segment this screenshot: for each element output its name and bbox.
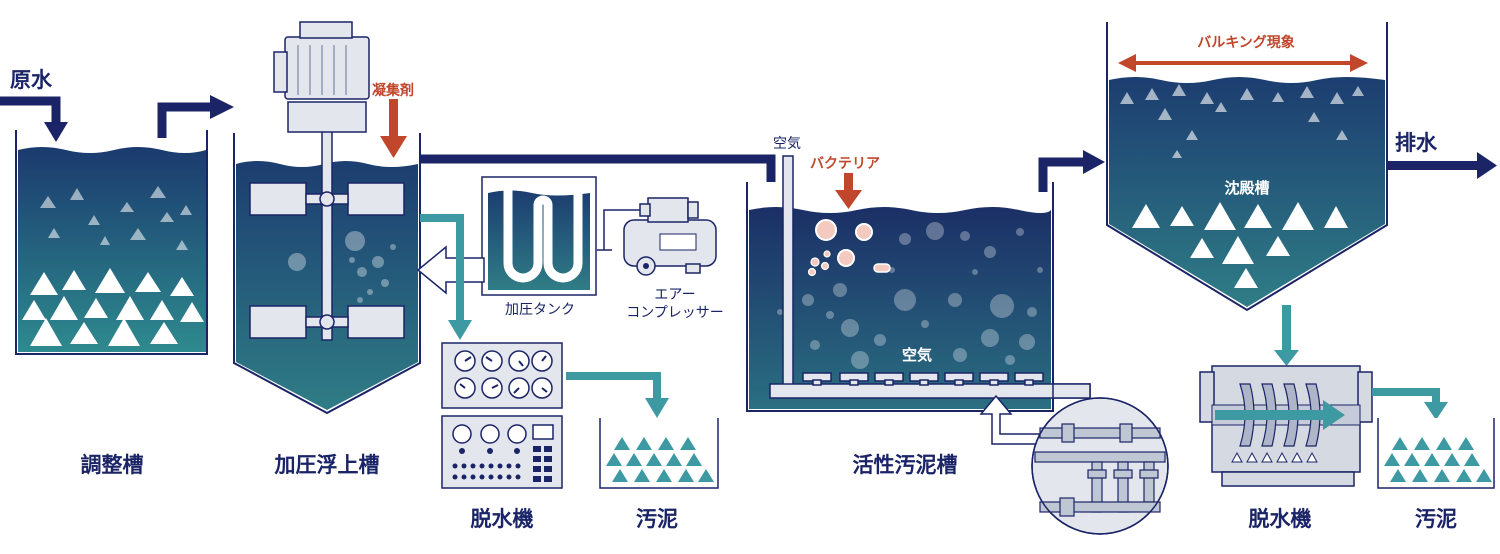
equalization-to-daf-arrowhead (210, 95, 234, 119)
equalization-tank-label: 調整槽 (80, 453, 144, 477)
sludge-bin-1 (599, 418, 719, 489)
settling-tank (1106, 22, 1388, 312)
dewatering-machine-2-label: 脱水機 (1248, 507, 1312, 531)
dewatering-to-sludge-arrow-2 (1372, 388, 1440, 404)
discharge-arrow-shaft (1387, 161, 1479, 170)
coagulant-arrow-shaft (389, 99, 398, 139)
raw-water-arrow (0, 96, 61, 124)
dewatering-to-sludge-arrowhead-2 (1424, 402, 1448, 420)
daf-to-dewatering-arrow (420, 214, 464, 322)
pressure-to-daf-arrow (416, 245, 485, 295)
settling-tank-label: 沈殿槽 (1224, 179, 1270, 197)
equalization-tank (15, 130, 208, 355)
activated-sludge-tank-label: 活性汚泥槽 (852, 453, 958, 477)
air-pipe-label: 空気 (773, 136, 801, 152)
discharge-arrowhead (1477, 152, 1497, 179)
sludge-1-label: 汚泥 (636, 507, 678, 531)
pressure-tank (481, 176, 597, 296)
dewatering-to-sludge-arrowhead-1 (645, 398, 669, 418)
raw-water-label: 原水 (10, 68, 52, 92)
settling-to-dewatering-arrowhead (1274, 350, 1299, 366)
pressure-tank-label: 加圧タンク (505, 302, 575, 318)
air-bubbles-label: 空気 (902, 346, 933, 364)
air-compressor-label-line2: コンプレッサー (626, 305, 724, 321)
bacteria-arrowhead (835, 190, 862, 209)
sludge-2-label: 汚泥 (1415, 507, 1457, 531)
raw-water-arrowhead (44, 122, 68, 142)
bulking-label: バルキング現象 (1197, 35, 1295, 51)
coagulant-label: 凝集剤 (372, 83, 414, 99)
dewatering-machine-1-label: 脱水機 (470, 507, 534, 531)
dewatering-machine-2 (1199, 365, 1373, 487)
air-compressor-label-line1: エアー (654, 287, 696, 303)
bacteria-arrow-shaft (844, 173, 853, 192)
air-compressor (597, 197, 717, 276)
activated-to-settling-arrow (1038, 157, 1085, 192)
daf-tank-label: 加圧浮上槽 (274, 453, 380, 477)
dewatering-to-sludge-arrow-1 (566, 372, 661, 400)
blower-piping-detail (1031, 397, 1169, 535)
bulking-double-arrow (1118, 54, 1368, 72)
activated-sludge-tank (746, 155, 1091, 412)
outlet-pipe (1052, 383, 1091, 399)
daf-tank (233, 21, 421, 415)
discharge-label: 排水 (1395, 131, 1437, 155)
settling-to-dewatering-arrow (1282, 305, 1291, 353)
dewatering-machine-1 (441, 342, 563, 489)
coagulant-arrowhead (380, 136, 407, 158)
activated-to-settling-arrowhead (1083, 150, 1105, 174)
bacteria-group (807, 219, 891, 277)
equalization-to-daf-arrow (157, 102, 212, 138)
daf-to-activated-arrow (421, 154, 776, 184)
blower-arrow (979, 394, 1041, 445)
daf-to-dewatering-arrowhead (448, 320, 472, 340)
sludge-bin-2 (1377, 418, 1495, 489)
bacteria-label: バクテリア (810, 156, 880, 172)
